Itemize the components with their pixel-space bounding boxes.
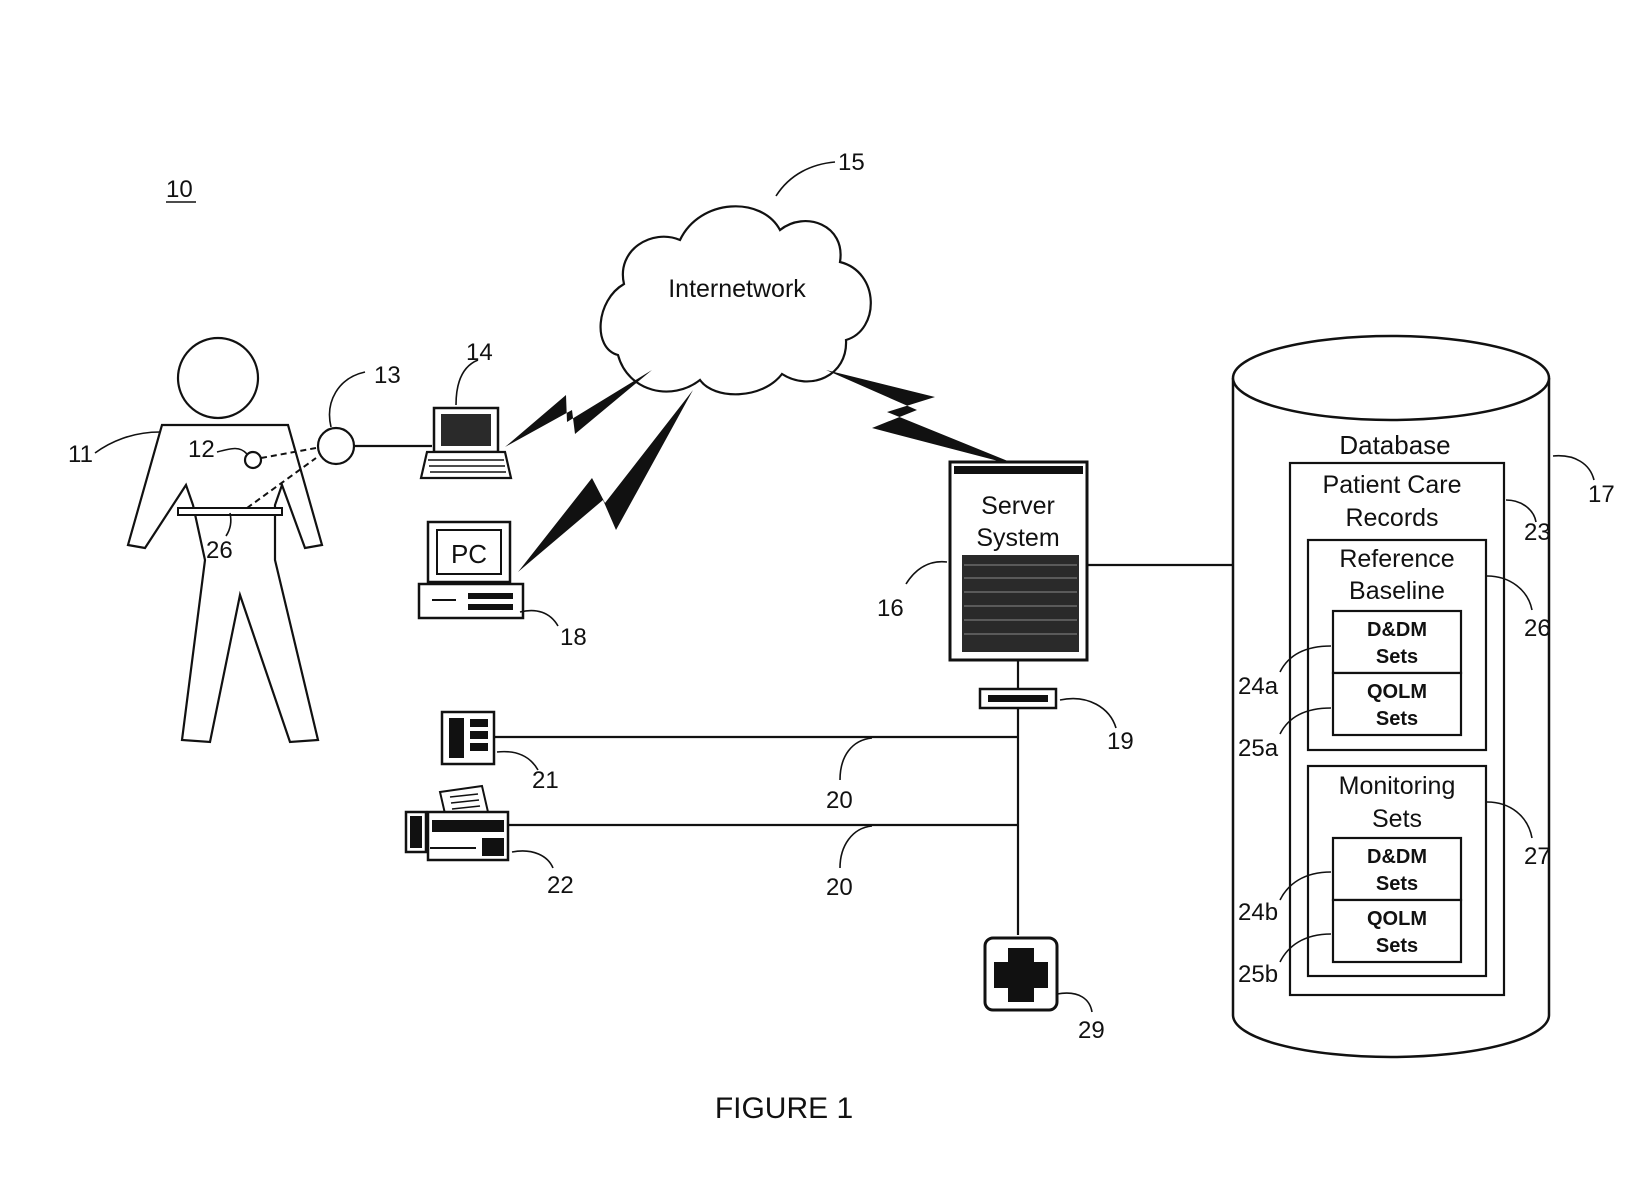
leader-16: [906, 562, 947, 584]
fax-icon: [406, 786, 508, 860]
leader-29: [1057, 993, 1092, 1012]
wireless-link-server: [826, 370, 1025, 468]
monitoring-label-line2: Sets: [1372, 805, 1422, 833]
laptop-icon: [421, 408, 511, 478]
records-ref-label: 23: [1524, 519, 1551, 546]
monitoring-qolm-ref-label: 25b: [1238, 961, 1278, 988]
server-label-line1: Server: [981, 492, 1055, 520]
monitoring-ddm-line1: D&DM: [1367, 846, 1427, 868]
server-ref-label: 16: [877, 595, 904, 622]
records-label-line1: Patient Care: [1323, 471, 1462, 499]
records-label-line2: Records: [1345, 504, 1438, 532]
leader-15: [776, 162, 835, 196]
modem-ref-label: 19: [1107, 728, 1134, 755]
leader-11: [95, 432, 160, 453]
reference-ddm-line2: Sets: [1376, 646, 1418, 668]
pc-screen-label: PC: [451, 539, 487, 569]
reference-qolm-ref-label: 25a: [1238, 735, 1279, 762]
sensor-link: [261, 448, 316, 458]
sensor-ref-label: 12: [188, 436, 215, 463]
leader-20-a: [840, 738, 872, 780]
cloud-ref-label: 15: [838, 149, 865, 176]
pc-icon: [419, 522, 523, 618]
cloud-label: Internetwork: [668, 275, 806, 303]
reference-qolm-line1: QOLM: [1367, 681, 1427, 703]
leader-18: [520, 611, 558, 626]
patient-head: [178, 338, 258, 418]
leader-26-belt: [226, 513, 231, 536]
reference-label-line2: Baseline: [1349, 577, 1445, 605]
monitoring-ddm-ref-label: 24b: [1238, 899, 1278, 926]
figure-caption: FIGURE 1: [715, 1092, 853, 1125]
reference-qolm-line2: Sets: [1376, 708, 1418, 730]
monitoring-label-line1: Monitoring: [1339, 772, 1456, 800]
clinic-icon: [985, 938, 1057, 1010]
pc-ref-label: 18: [560, 624, 587, 651]
reference-ddm-line1: D&DM: [1367, 619, 1427, 641]
leader-19: [1060, 699, 1116, 728]
leader-17: [1553, 456, 1594, 480]
device-ref-label: 13: [374, 362, 401, 389]
patient-body: [128, 425, 322, 742]
reference-ref-label: 26: [1524, 615, 1551, 642]
fax-ref-label: 22: [547, 872, 574, 899]
monitoring-qolm-line1: QOLM: [1367, 908, 1427, 930]
monitoring-ref-label: 27: [1524, 843, 1551, 870]
belt-ref-label: 26: [206, 537, 233, 564]
wireless-link-laptop: [505, 370, 652, 447]
leader-13: [330, 372, 365, 427]
modem-icon: [980, 689, 1056, 708]
clinic-ref-label: 29: [1078, 1017, 1105, 1044]
monitoring-device: [318, 428, 354, 464]
database-ref-label: 17: [1588, 481, 1615, 508]
system-ref-label: 10: [166, 176, 193, 203]
leader-22: [512, 851, 553, 868]
server-label-line2: System: [976, 524, 1059, 552]
database-title: Database: [1339, 430, 1450, 460]
telephone-icon: [442, 712, 494, 764]
telephone-ref-label: 21: [532, 767, 559, 794]
implanted-sensor: [245, 452, 261, 468]
reference-label-line1: Reference: [1339, 545, 1454, 573]
leader-12: [217, 449, 247, 455]
monitoring-ddm-line2: Sets: [1376, 873, 1418, 895]
line-ref-label-b: 20: [826, 874, 853, 901]
laptop-ref-label: 14: [466, 339, 493, 366]
patient-ref-label: 11: [68, 441, 93, 468]
leader-14: [456, 360, 478, 405]
monitoring-qolm-line2: Sets: [1376, 935, 1418, 957]
line-ref-label-a: 20: [826, 787, 853, 814]
reference-ddm-ref-label: 24a: [1238, 673, 1279, 700]
leader-20-b: [840, 826, 872, 868]
